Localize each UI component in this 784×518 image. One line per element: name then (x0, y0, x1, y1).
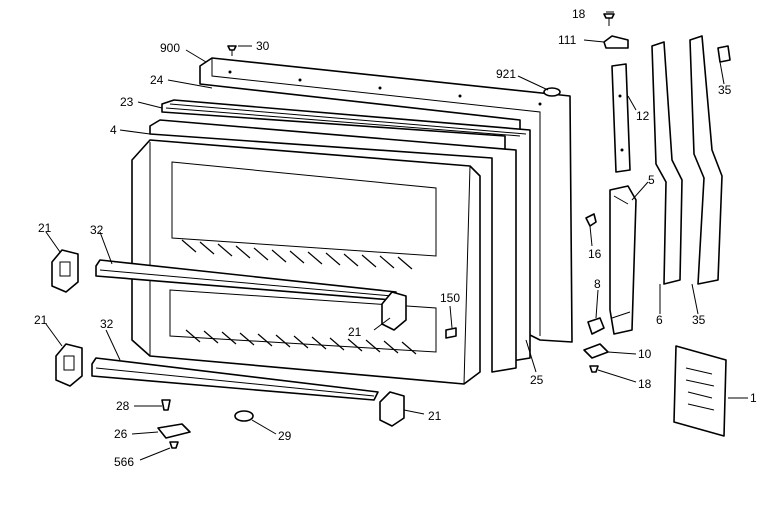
callout-10: 10 (638, 347, 652, 361)
instruction-booklet-1 (673, 345, 727, 437)
shelf-end-cap-left-upper (51, 249, 79, 293)
callout-30: 30 (256, 39, 270, 53)
callout-18-top: 18 (572, 7, 586, 21)
callout-8: 8 (594, 277, 601, 291)
leader-lines (45, 11, 748, 461)
clip-10 (583, 343, 609, 359)
callout-111: 111 (558, 33, 577, 47)
callout-35-bottom: 35 (692, 313, 706, 327)
callout-150: 150 (440, 291, 460, 305)
shelf-end-cap-left-lower (55, 343, 83, 387)
screw-18-bottom (589, 365, 599, 373)
lower-shelf-ribs (185, 329, 417, 355)
handle-mount-5 (609, 185, 637, 335)
callout-24: 24 (150, 73, 164, 87)
callout-921: 921 (496, 67, 516, 81)
callout-21-lower-right: 21 (428, 409, 442, 423)
screw-30 (227, 45, 237, 56)
callout-26: 26 (114, 427, 128, 441)
callout-18-bottom: 18 (638, 377, 652, 391)
upper-shelf-ribs (181, 239, 413, 270)
callout-21-upper-right: 21 (348, 325, 362, 339)
plug-35 (717, 45, 731, 63)
door-frame-layers (149, 99, 531, 373)
callout-21-lower-left: 21 (34, 313, 48, 327)
screw-566 (169, 441, 179, 449)
screw-28 (161, 399, 171, 411)
callout-25: 25 (530, 373, 544, 387)
screw-150 (445, 327, 457, 339)
callout-32-lower: 32 (100, 317, 114, 331)
clip-8 (587, 317, 605, 335)
door-shelf-bar-lower (91, 357, 379, 401)
handle-trim-35 (689, 35, 723, 285)
callout-21-upper-left: 21 (38, 221, 52, 235)
callout-4: 4 (110, 123, 117, 137)
callout-32-upper: 32 (90, 223, 104, 237)
handle-bracket-12 (611, 63, 631, 173)
callout-23: 23 (120, 95, 134, 109)
callout-1: 1 (750, 391, 757, 405)
callout-29: 29 (278, 429, 292, 443)
hinge-cap-111 (603, 35, 629, 49)
callout-6: 6 (656, 313, 663, 327)
bracket-26 (157, 423, 191, 439)
callout-5: 5 (648, 173, 655, 187)
callout-16: 16 (588, 247, 602, 261)
callout-labels: 18 111 900 30 24 921 35 23 12 4 5 21 32 … (34, 7, 757, 469)
screw-16 (585, 213, 597, 227)
callout-12: 12 (636, 109, 650, 123)
callout-900: 900 (160, 41, 180, 55)
callout-35-top: 35 (718, 83, 732, 97)
handle-6 (651, 41, 683, 285)
shelf-end-cap-right-lower (379, 391, 405, 427)
callout-566: 566 (114, 455, 134, 469)
screw-18-top (603, 13, 615, 26)
door-liner (131, 139, 481, 385)
button-29 (234, 410, 254, 422)
callout-28: 28 (116, 399, 130, 413)
